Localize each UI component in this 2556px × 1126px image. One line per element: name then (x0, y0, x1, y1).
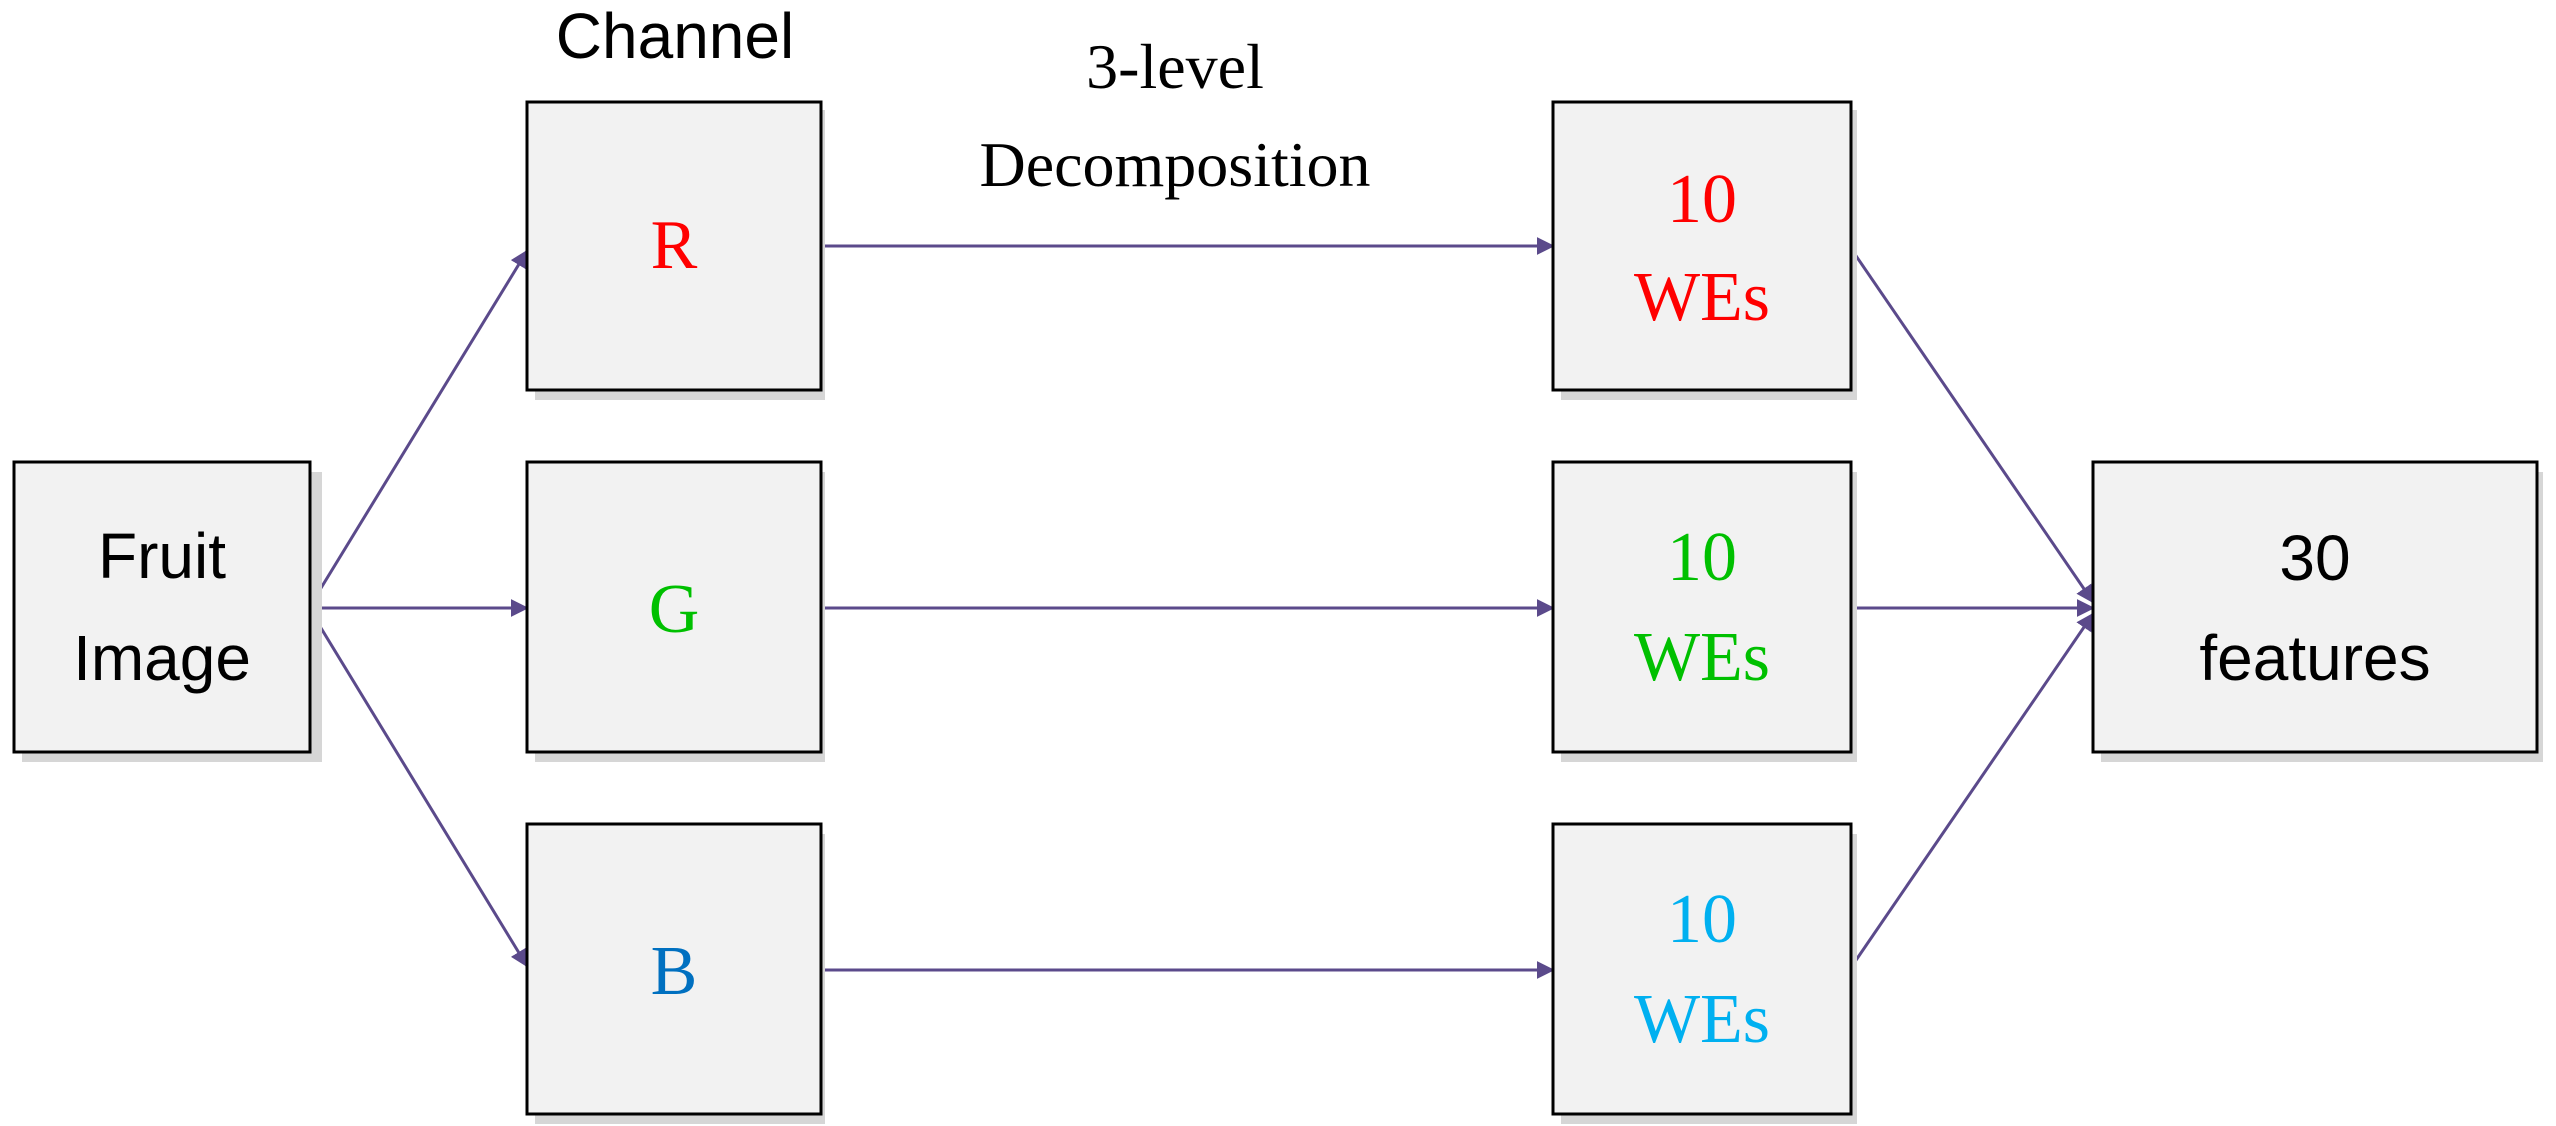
we-g-label: WEs (1634, 619, 1770, 696)
features-count: 30 (2279, 522, 2350, 594)
channel-r-label: R (651, 207, 698, 284)
fruit-image-box: Fruit Image (12, 460, 322, 762)
arrow-input-to-b (308, 609, 529, 968)
features-label: features (2199, 622, 2430, 694)
channel-g-label: G (649, 571, 700, 648)
arrows (308, 237, 2095, 979)
channel-b-box: B (525, 822, 825, 1124)
we-b-box: 10 WEs (1551, 822, 1857, 1124)
arrow-we-r-to-output (1850, 249, 2095, 604)
fruit-image-line2: Image (73, 622, 251, 694)
channel-label: Channel (556, 0, 794, 72)
arrow-we-b-to-output (1850, 612, 2095, 967)
we-b-label: WEs (1634, 981, 1770, 1058)
we-r-label: WEs (1634, 259, 1770, 336)
channel-g-box: G (525, 460, 825, 762)
features-output-box: 30 features (2091, 460, 2543, 762)
we-g-box: 10 WEs (1551, 460, 1857, 762)
decomposition-label-line2: Decomposition (979, 129, 1370, 200)
channel-r-box: R (525, 100, 825, 400)
we-r-box: 10 WEs (1551, 100, 1857, 400)
we-b-count: 10 (1667, 881, 1737, 958)
arrow-input-to-r (308, 249, 529, 607)
decomposition-label-line1: 3-level (1086, 31, 1264, 102)
we-g-count: 10 (1667, 519, 1737, 596)
channel-b-label: B (651, 933, 698, 1010)
fruit-image-line1: Fruit (98, 520, 226, 592)
we-r-count: 10 (1667, 161, 1737, 238)
